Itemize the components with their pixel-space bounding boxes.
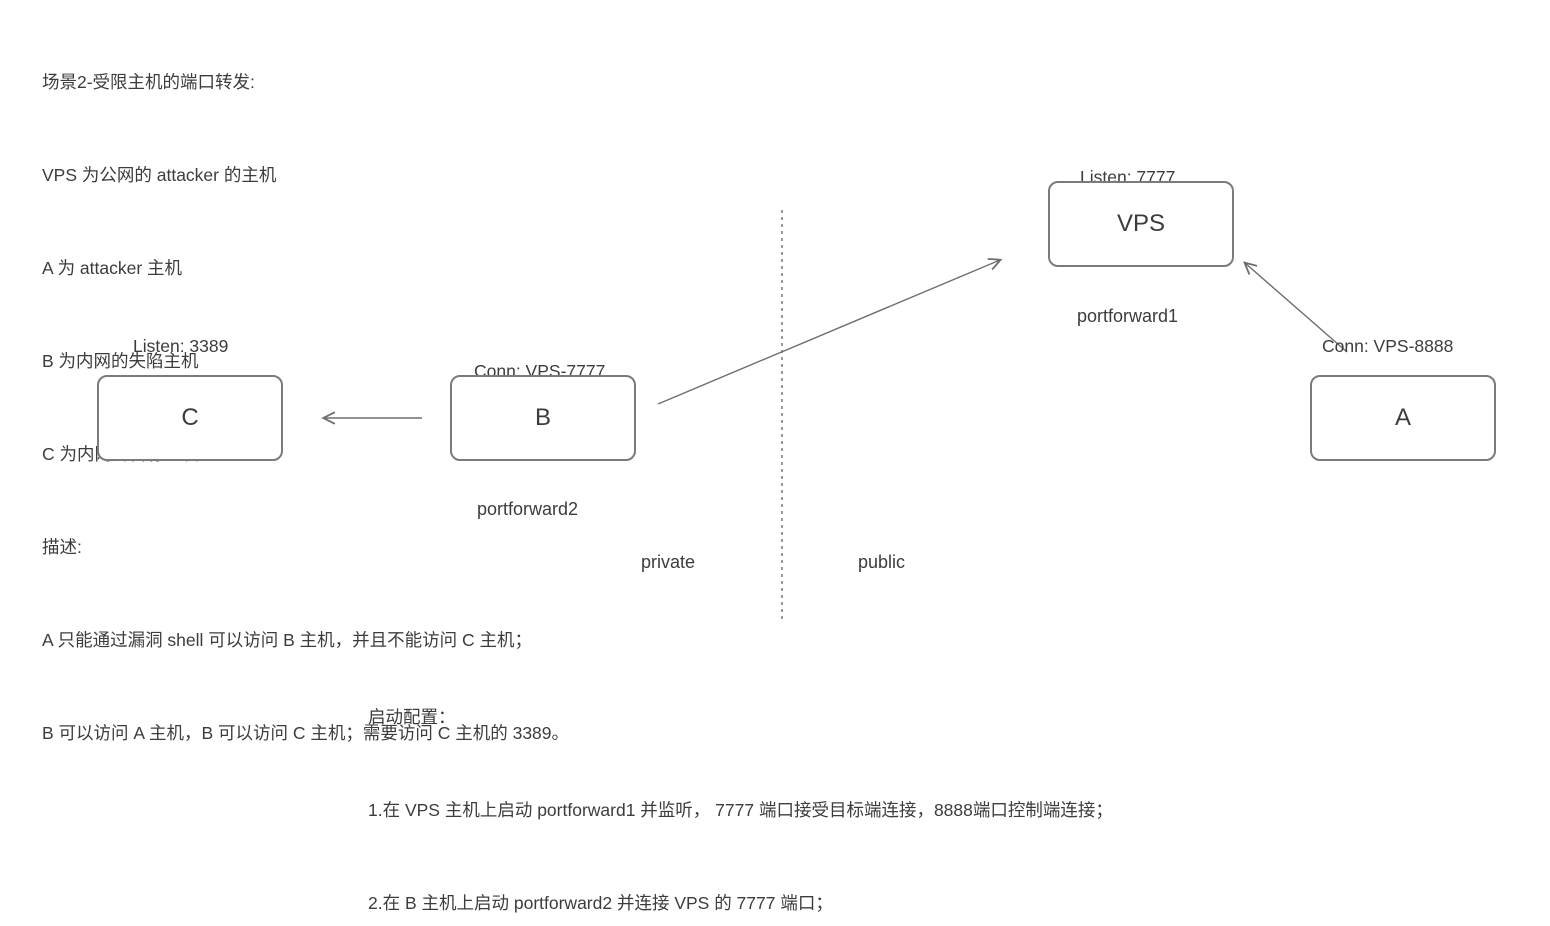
intro-line-title: 场景2-受限主机的端口转发: [42, 72, 255, 92]
node-c: C [97, 375, 283, 461]
node-c-label: C [181, 404, 199, 431]
notes-line-config-2: 2.在 B 主机上启动 portforward2 并连接 VPS 的 7777 … [368, 893, 833, 913]
node-b: B [450, 375, 636, 461]
node-a: A [1310, 375, 1496, 461]
node-a-label: A [1394, 404, 1411, 431]
a-conn-label: Conn: VPS-8888 [1322, 336, 1454, 356]
zone-label-public: public [858, 552, 906, 572]
b-portforward2-label: portforward2 [477, 499, 579, 519]
arrow-b-to-vps [657, 260, 1000, 405]
intro-line-desc-2: B 可以访问 A 主机，B 可以访问 C 主机；需要访问 C 主机的 3389。 [42, 723, 570, 743]
node-b-label: B [534, 404, 551, 431]
zone-label-private: private [641, 552, 696, 572]
notes-text-block: 启动配置： 1.在 VPS 主机上启动 portforward1 并监听， 77… [368, 640, 1113, 926]
notes-line-config-title: 启动配置： [368, 707, 456, 727]
c-listen-label: Listen: 3389 [133, 336, 229, 356]
node-vps: VPS [1048, 181, 1234, 267]
intro-line-vps: VPS 为公网的 attacker 的主机 [42, 165, 277, 185]
intro-line-a: A 为 attacker 主机 [42, 258, 183, 278]
vps-portforward1-label: portforward1 [1077, 306, 1179, 326]
node-vps-label: VPS [1116, 210, 1166, 237]
intro-line-b: B 为内网的失陷主机 [42, 351, 199, 371]
intro-line-desc-title: 描述: [42, 537, 82, 557]
intro-line-desc-1: A 只能通过漏洞 shell 可以访问 B 主机，并且不能访问 C 主机； [42, 630, 533, 650]
notes-line-config-1: 1.在 VPS 主机上启动 portforward1 并监听， 7777 端口接… [368, 800, 1113, 820]
